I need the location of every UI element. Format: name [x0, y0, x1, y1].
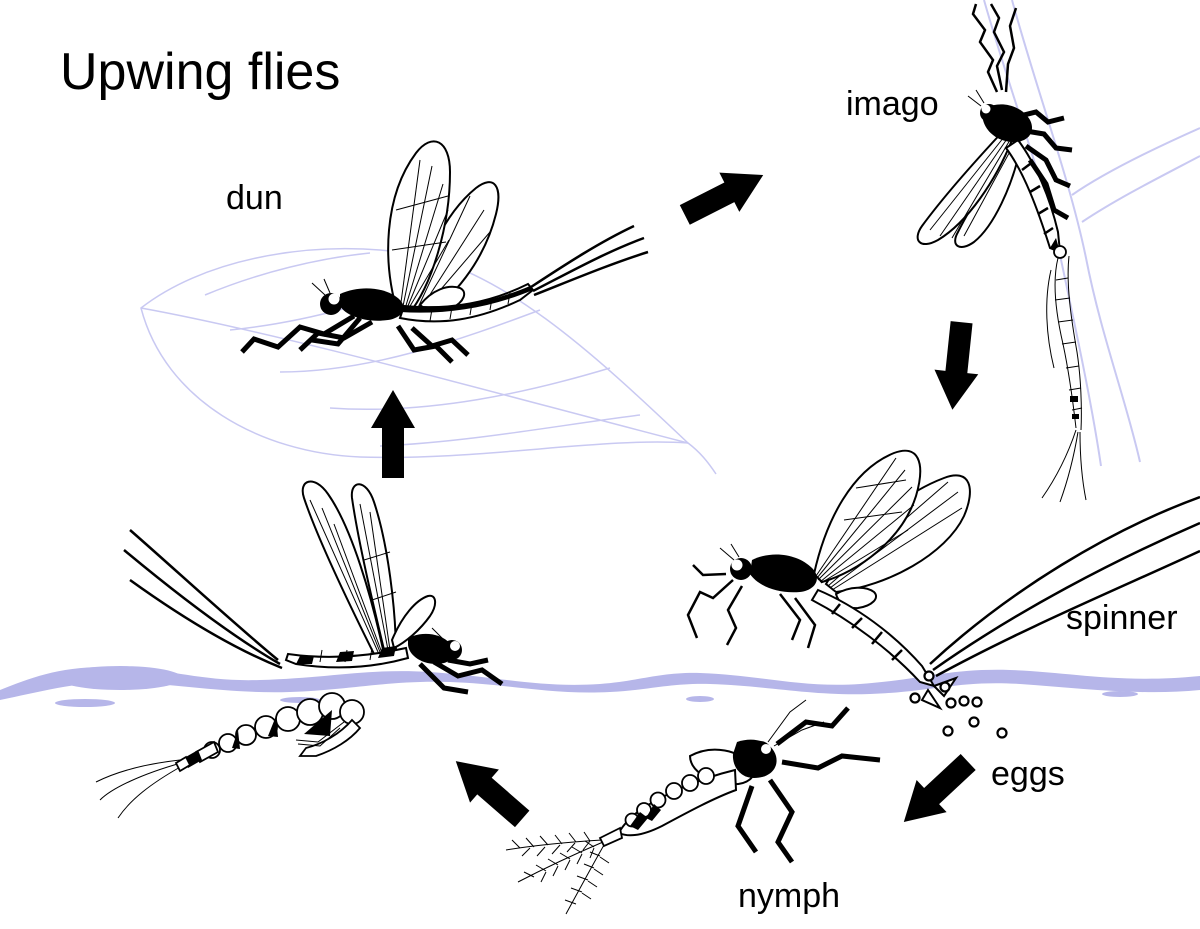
arrow-dun-to-imago — [679, 172, 764, 225]
branch — [983, 0, 1200, 467]
water-surface — [0, 666, 1200, 707]
arrow-eggs-to-nymph — [903, 753, 976, 823]
stage-label-nymph: nymph — [738, 877, 841, 915]
spinner-illustration — [686, 449, 1200, 711]
dun-illustration — [240, 140, 649, 364]
arrow-nymph-to-emerger — [455, 761, 530, 828]
page-title: Upwing flies — [60, 43, 341, 101]
imago-illustration — [916, 3, 1073, 254]
eggs-illustration — [909, 670, 1008, 739]
stage-label-eggs: eggs — [991, 755, 1065, 793]
arrow-emerger-to-dun — [371, 390, 415, 478]
nymph-illustration — [505, 699, 881, 915]
arrow-imago-to-spinner — [934, 321, 979, 410]
emerging-dun-illustration — [123, 480, 504, 695]
stage-label-imago: imago — [846, 85, 939, 123]
shed-skin-illustration — [1041, 245, 1087, 503]
stage-label-spinner: spinner — [1066, 599, 1178, 637]
stage-label-dun: dun — [226, 179, 283, 217]
nymphal-shuck-illustration — [95, 692, 365, 819]
